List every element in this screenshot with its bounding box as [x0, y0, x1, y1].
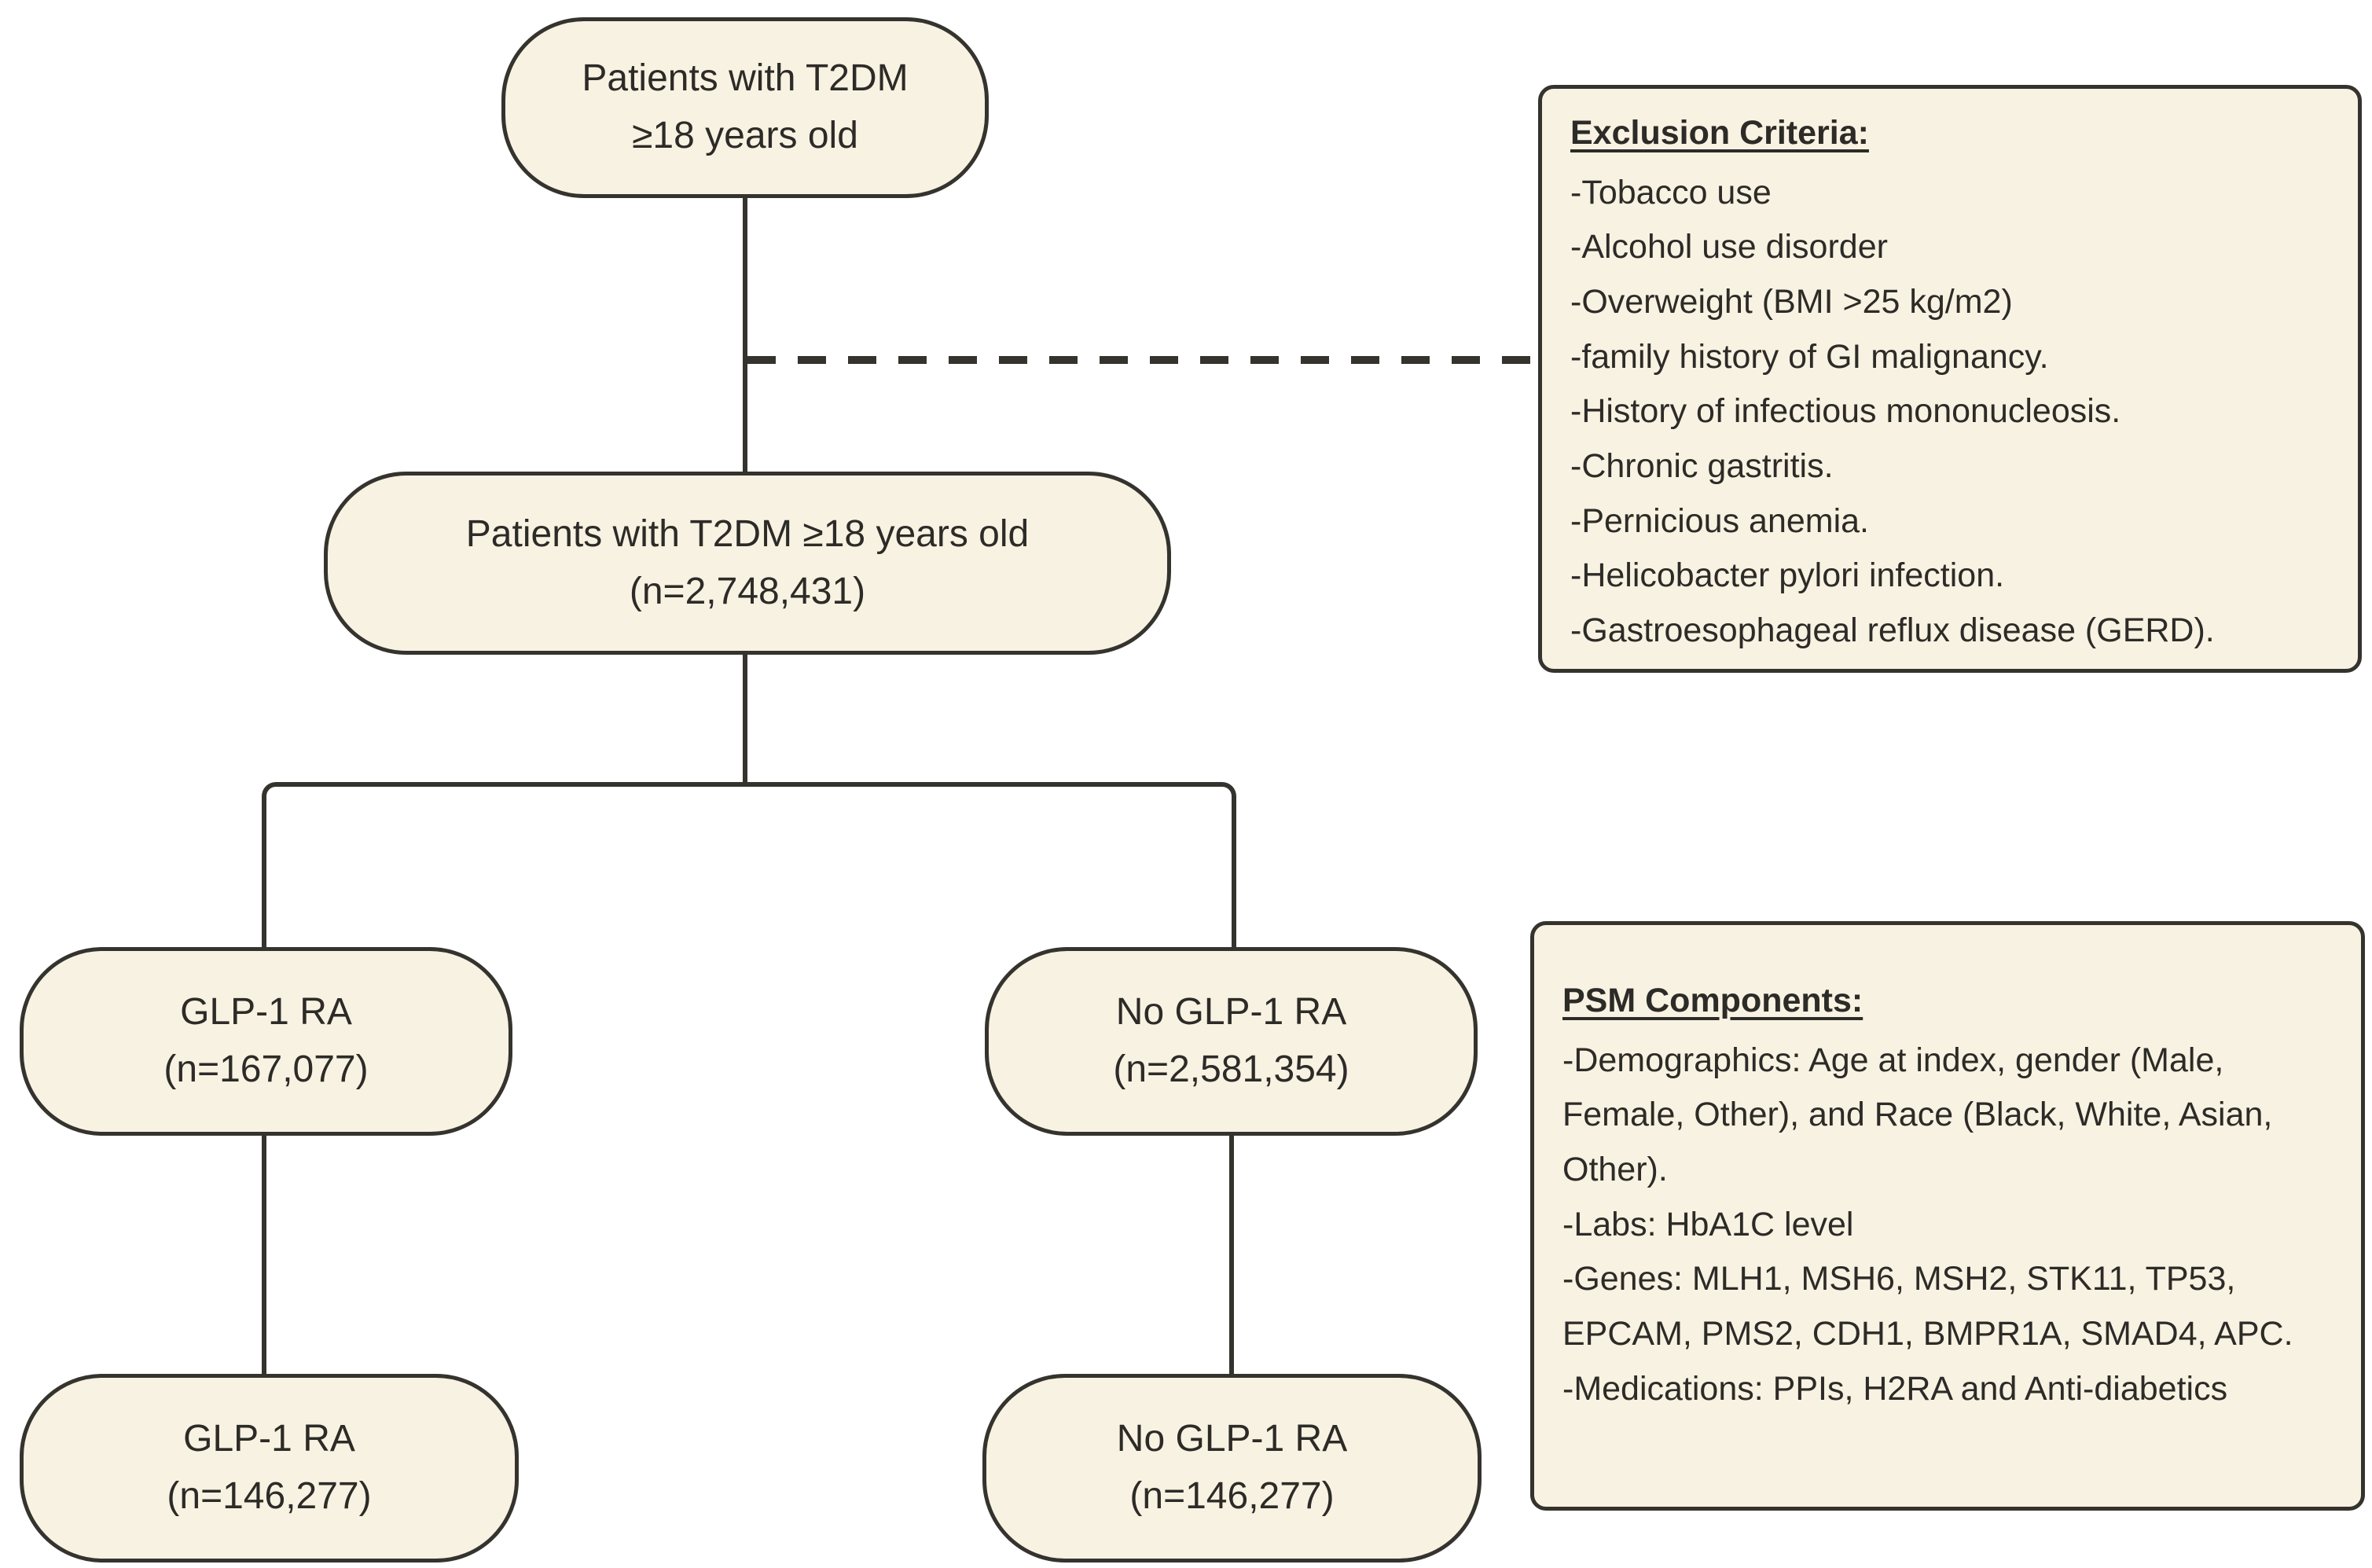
node-text-line: GLP-1 RA [183, 1418, 355, 1460]
exclusion-criteria-item: -Alcohol use disorder [1570, 228, 1888, 266]
exclusion-criteria-item: -Tobacco use [1570, 173, 1772, 211]
branch-connector [262, 782, 1236, 949]
exclusion-criteria-item: -Overweight (BMI >25 kg/m2) [1570, 282, 2013, 321]
node-text-line: ≥18 years old [632, 115, 858, 156]
psm-components-list: -Demographics: Age at index, gender (Mal… [1562, 1034, 2333, 1417]
node-text-line: No GLP-1 RA [1115, 991, 1347, 1034]
psm-component-item: -Medications: PPIs, H2RA and Anti-diabet… [1562, 1369, 2228, 1408]
psm-components-title: PSM Components: [1562, 982, 1863, 1019]
node-count: (n=146,277) [167, 1475, 372, 1517]
connector-noglp1-to-matched [1229, 1134, 1234, 1375]
psm-component-item: -Demographics: Age at index, gender (Mal… [1562, 1041, 2273, 1188]
node-no-glp1-ra: No GLP-1 RA (n=2,581,354) [985, 947, 1478, 1136]
exclusion-criteria-item: -History of infectious mononucleosis. [1570, 392, 2121, 431]
node-count: (n=167,077) [163, 1048, 369, 1090]
node-text-line: No GLP-1 RA [1116, 1418, 1348, 1460]
node-cohort-after-exclusion: Patients with T2DM ≥18 years old (n=2,74… [324, 472, 1171, 655]
psm-components-box: PSM Components: -Demographics: Age at in… [1530, 921, 2365, 1511]
exclusion-criteria-box: Exclusion Criteria: -Tobacco use -Alcoho… [1538, 85, 2362, 673]
node-text-line: Patients with T2DM ≥18 years old [465, 512, 1030, 555]
node-glp1-ra: GLP-1 RA (n=167,077) [20, 947, 512, 1136]
connector-cohort-to-branch [743, 653, 747, 784]
connector-glp1-to-matched [262, 1134, 266, 1375]
exclusion-criteria-list: -Tobacco use -Alcohol use disorder -Over… [1570, 166, 2330, 659]
node-glp1-ra-matched: GLP-1 RA (n=146,277) [20, 1374, 519, 1562]
node-no-glp1-ra-matched: No GLP-1 RA (n=146,277) [982, 1374, 1482, 1562]
node-count: (n=146,277) [1129, 1475, 1335, 1517]
exclusion-criteria-title: Exclusion Criteria: [1570, 114, 1869, 152]
psm-component-item: -Labs: HbA1C level [1562, 1205, 1854, 1243]
exclusion-criteria-item: -Chronic gastritis. [1570, 446, 1834, 485]
exclusion-criteria-item: -family history of GI malignancy. [1570, 337, 2049, 376]
exclusion-criteria-item: -Gastroesophageal reflux disease (GERD). [1570, 611, 2215, 649]
dashed-connector-to-exclusion-box [747, 356, 1538, 364]
node-text-line: GLP-1 RA [180, 991, 352, 1034]
exclusion-criteria-item: -Helicobacter pylori infection. [1570, 556, 2005, 595]
psm-component-item: -Genes: MLH1, MSH6, MSH2, STK11, TP53, E… [1562, 1260, 2293, 1353]
node-count: (n=2,748,431) [629, 570, 866, 612]
connector-top-to-cohort [743, 196, 747, 473]
node-count: (n=2,581,354) [1113, 1048, 1349, 1090]
node-patients-t2dm: Patients with T2DM ≥18 years old [501, 17, 989, 198]
exclusion-criteria-item: -Pernicious anemia. [1570, 501, 1870, 540]
node-text-line: Patients with T2DM [582, 57, 909, 100]
